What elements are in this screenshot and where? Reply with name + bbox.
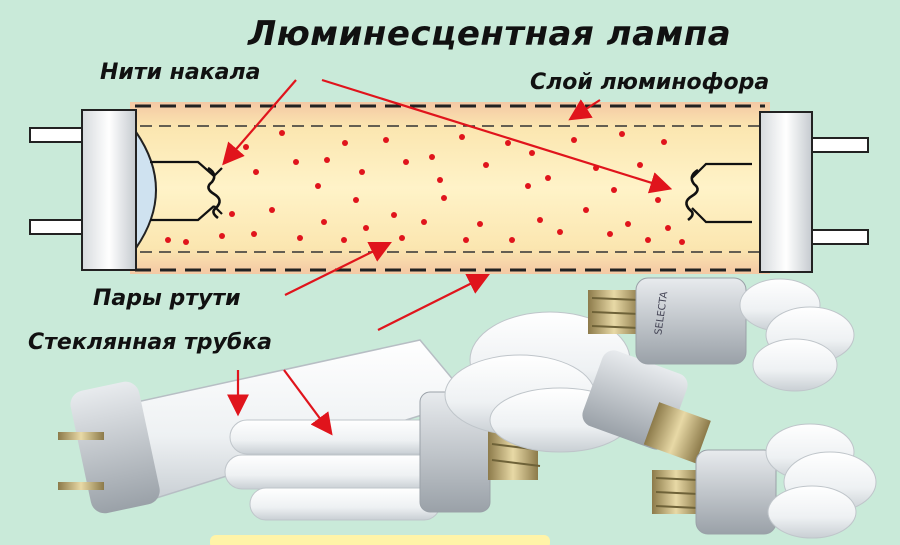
bottom-glow-strip	[210, 535, 550, 545]
left-filament	[150, 160, 223, 222]
arrow-glass-ucfl	[283, 369, 333, 436]
label-filaments: Нити накала	[100, 60, 261, 85]
label-mercury-vapor: Пары ртути	[93, 286, 241, 311]
diagram-title: Люминесцентная лампа	[248, 14, 732, 54]
tube-schematic	[29, 102, 869, 274]
glass-tube-body	[130, 102, 770, 274]
arrow-filament-right	[321, 78, 673, 194]
arrow-filament-left	[222, 79, 297, 166]
bulbs-illustration: SELECTA	[58, 277, 877, 545]
arrow-glass-tube	[377, 274, 490, 331]
left-pin-top	[29, 127, 83, 143]
arrow-mercury	[284, 241, 392, 296]
arrow-phosphor	[568, 99, 601, 121]
right-filament	[685, 162, 752, 224]
spiral-cfl-bottom-right	[652, 423, 877, 539]
label-phosphor-layer: Слой люминофора	[530, 70, 770, 95]
right-end-cap	[759, 111, 813, 273]
left-pin-bottom	[29, 219, 83, 235]
label-glass-tube: Стеклянная трубка	[28, 330, 272, 355]
right-pin-top	[809, 137, 869, 153]
spiral-cfl-center	[444, 311, 711, 464]
right-pin-bottom	[809, 229, 869, 245]
spiral-cfl-top-right: SELECTA	[588, 277, 855, 392]
pointer-arrows	[222, 78, 673, 436]
